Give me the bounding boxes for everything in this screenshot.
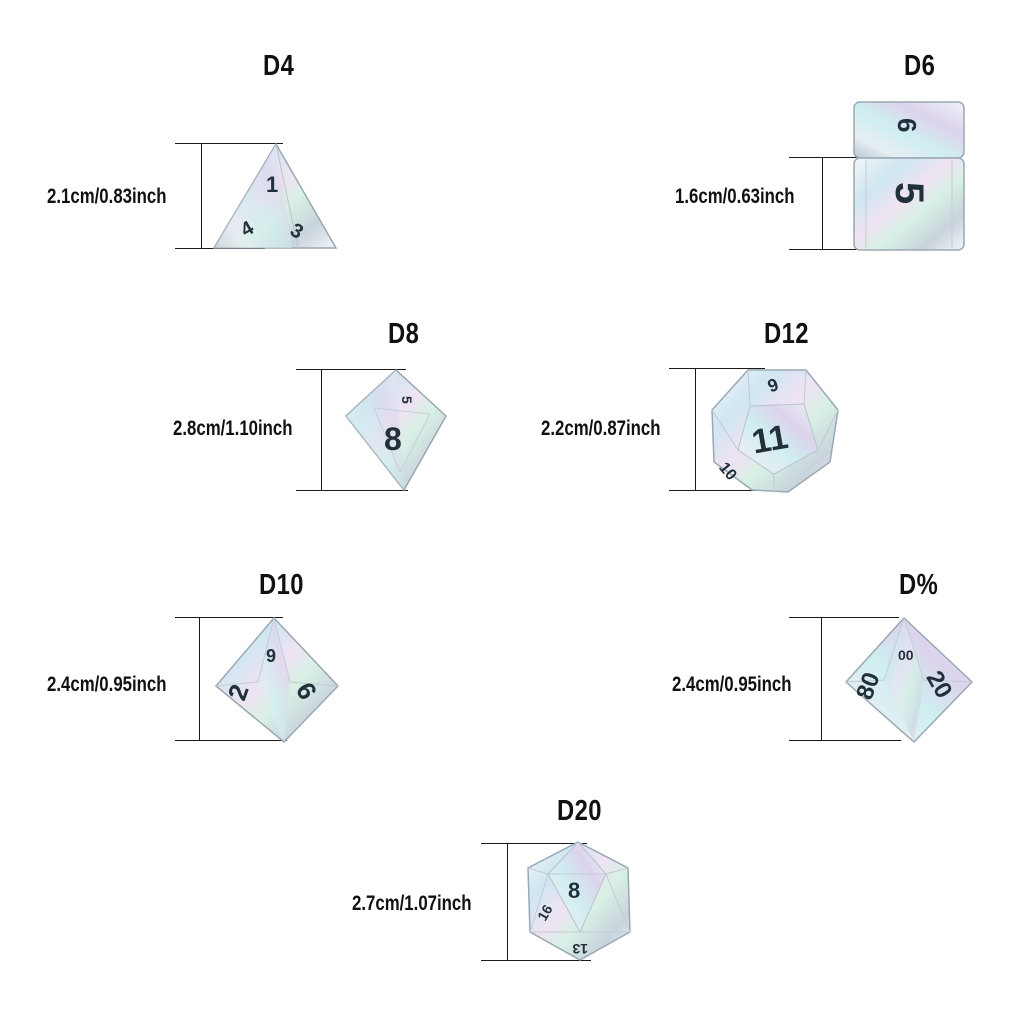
d6-size-label: 1.6cm/0.63inch — [675, 185, 795, 208]
d6-measure-line — [822, 157, 823, 250]
dpct-die-image: 00 80 20 — [844, 616, 974, 744]
d12-title: D12 — [764, 318, 809, 350]
d4-title: D4 — [263, 50, 295, 82]
dpct-measure-bottom — [789, 740, 901, 741]
d10-title: D10 — [259, 569, 304, 601]
d8-die-image: 5 8 — [344, 368, 448, 492]
d6-die-image: 6 5 — [852, 100, 966, 252]
d10-size-label: 2.4cm/0.95inch — [47, 673, 167, 696]
svg-text:6: 6 — [892, 118, 922, 132]
dpct-measure-line — [821, 617, 822, 741]
dpct-measure-top — [789, 617, 899, 618]
d6-face-number: 5 — [887, 182, 931, 204]
d10-measure-bottom — [175, 740, 287, 741]
svg-text:13: 13 — [572, 941, 588, 957]
d20-measure-line — [507, 843, 508, 961]
dpct-size-label: 2.4cm/0.95inch — [672, 673, 792, 696]
d12-die-image: 11 6 10 — [708, 366, 842, 494]
d6-title: D6 — [904, 50, 936, 82]
d10-measure-top — [175, 617, 283, 618]
d8-measure-top — [296, 369, 406, 370]
d20-face-number: 8 — [568, 878, 580, 903]
d4-measure-top — [175, 143, 283, 144]
d20-die-image: 8 16 13 — [524, 840, 634, 962]
d4-measure-line — [201, 143, 202, 249]
d20-measure-top — [481, 843, 587, 844]
d20-title: D20 — [557, 795, 602, 827]
d10-die-image: 9 2 6 — [214, 616, 340, 744]
d12-measure-bottom — [669, 490, 779, 491]
d10-measure-line — [199, 617, 200, 741]
d8-title: D8 — [388, 318, 420, 350]
dpct-title: D% — [899, 569, 939, 601]
d20-size-label: 2.7cm/1.07inch — [352, 892, 472, 915]
d6-measure-bottom — [789, 249, 899, 250]
d6-measure-top — [789, 157, 899, 158]
d8-measure-line — [321, 369, 322, 491]
d4-die-image: 1 4 3 — [212, 140, 338, 252]
d12-face-number: 11 — [749, 418, 791, 462]
d4-size-label: 2.1cm/0.83inch — [47, 185, 167, 208]
svg-text:16: 16 — [534, 902, 556, 924]
d12-measure-line — [695, 368, 696, 491]
svg-text:9: 9 — [266, 646, 276, 666]
d4-face-number: 1 — [266, 172, 278, 197]
svg-text:5: 5 — [399, 396, 415, 404]
d12-measure-top — [669, 368, 765, 369]
d12-size-label: 2.2cm/0.87inch — [541, 417, 661, 440]
d8-size-label: 2.8cm/1.10inch — [173, 417, 293, 440]
d8-measure-bottom — [296, 490, 408, 491]
svg-text:00: 00 — [898, 647, 914, 663]
d20-measure-bottom — [481, 960, 591, 961]
d8-face-number: 8 — [384, 421, 402, 457]
